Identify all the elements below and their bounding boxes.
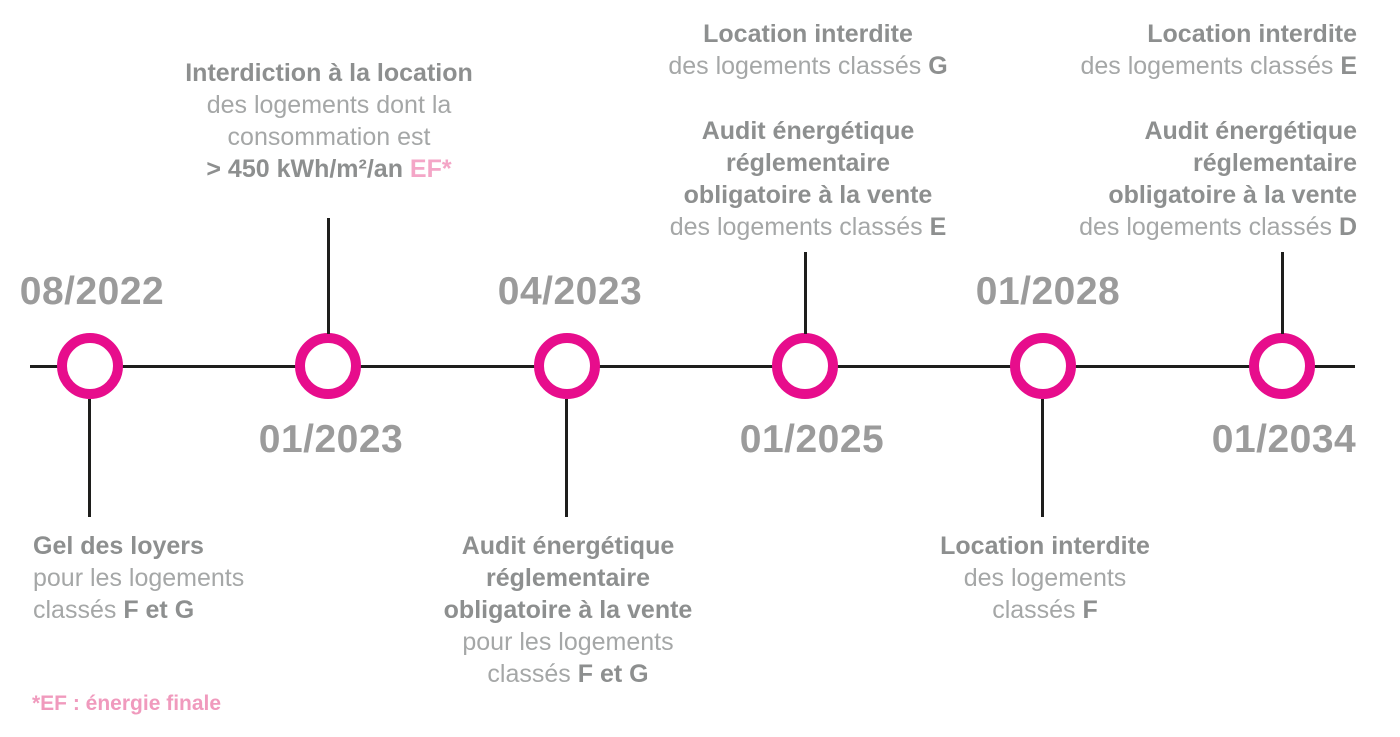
description-text: pour les logements: [33, 564, 245, 592]
description-text: des logements: [963, 564, 1127, 592]
description-text: G: [928, 52, 948, 80]
description-text: Location interdite: [703, 20, 913, 48]
description-text: F et G: [123, 596, 195, 624]
description-text: Interdiction à la location: [185, 59, 473, 87]
description-text: des logements dont la: [206, 91, 452, 119]
timeline-marker-3: [534, 333, 600, 399]
timeline-marker-5: [1010, 333, 1076, 399]
description-text: classés: [33, 596, 124, 624]
description-text: F: [1082, 596, 1098, 624]
description-text: réglementaire: [1193, 149, 1357, 177]
description-text: consommation est: [227, 123, 431, 151]
description-text: des logements classés: [1079, 213, 1339, 241]
description-text: obligatoire à la vente: [683, 181, 933, 209]
description-text: Audit énergétique: [701, 117, 915, 145]
description-text: réglementaire: [726, 149, 890, 177]
description-text: des logements classés: [669, 213, 930, 241]
description-text: E: [1340, 52, 1357, 80]
timeline-marker-2: [295, 333, 361, 399]
description-text: > 450 kWh/m²/an: [206, 155, 410, 183]
event-3-description: Audit énergétique réglementaire obligato…: [444, 530, 693, 690]
date-label-2: 01/2023: [258, 418, 404, 461]
date-label-1: 08/2022: [19, 270, 165, 313]
date-label-3: 04/2023: [497, 270, 643, 313]
description-text: Audit énergétique: [461, 532, 675, 560]
connector-down-3: [565, 399, 568, 517]
footnote-ef-energie-finale: *EF : énergie finale: [32, 692, 222, 715]
connector-down-5: [1041, 399, 1044, 517]
event-1-description: Gel des loyers pour les logements classé…: [33, 530, 244, 626]
description-text: classés: [992, 596, 1083, 624]
date-label-4: 01/2025: [739, 418, 885, 461]
connector-down-1: [88, 399, 91, 517]
description-text: des logements classés: [668, 52, 929, 80]
description-text: obligatoire à la vente: [1108, 181, 1357, 209]
description-text: Gel des loyers: [33, 532, 204, 560]
description-text: F et G: [577, 660, 649, 688]
timeline-marker-6: [1249, 333, 1315, 399]
description-text: réglementaire: [486, 564, 650, 592]
ef-accent-text: EF*: [409, 155, 452, 183]
timeline-marker-1: [57, 333, 123, 399]
event-5-description: Location interdite des logements classés…: [940, 530, 1150, 626]
description-text: D: [1338, 213, 1357, 241]
description-text: des logements classés: [1080, 52, 1341, 80]
date-label-6: 01/2034: [1211, 418, 1357, 461]
description-text: classés: [487, 660, 578, 688]
event-4-description: Location interdite des logements classés…: [668, 18, 947, 243]
timeline-axis: [30, 365, 1355, 368]
timeline-marker-4: [772, 333, 838, 399]
date-label-5: 01/2028: [975, 270, 1121, 313]
event-6-description: Location interdite des logements classés…: [1079, 18, 1357, 243]
connector-up-4: [804, 252, 807, 334]
event-2-description: Interdiction à la location des logements…: [185, 57, 473, 185]
description-text: Location interdite: [1147, 20, 1357, 48]
description-text: Location interdite: [940, 532, 1150, 560]
description-text: obligatoire à la vente: [443, 596, 693, 624]
description-text: pour les logements: [462, 628, 674, 656]
description-text: E: [929, 213, 947, 241]
connector-up-2: [327, 218, 330, 334]
description-text: Audit énergétique: [1144, 117, 1357, 145]
connector-up-6: [1281, 252, 1284, 334]
